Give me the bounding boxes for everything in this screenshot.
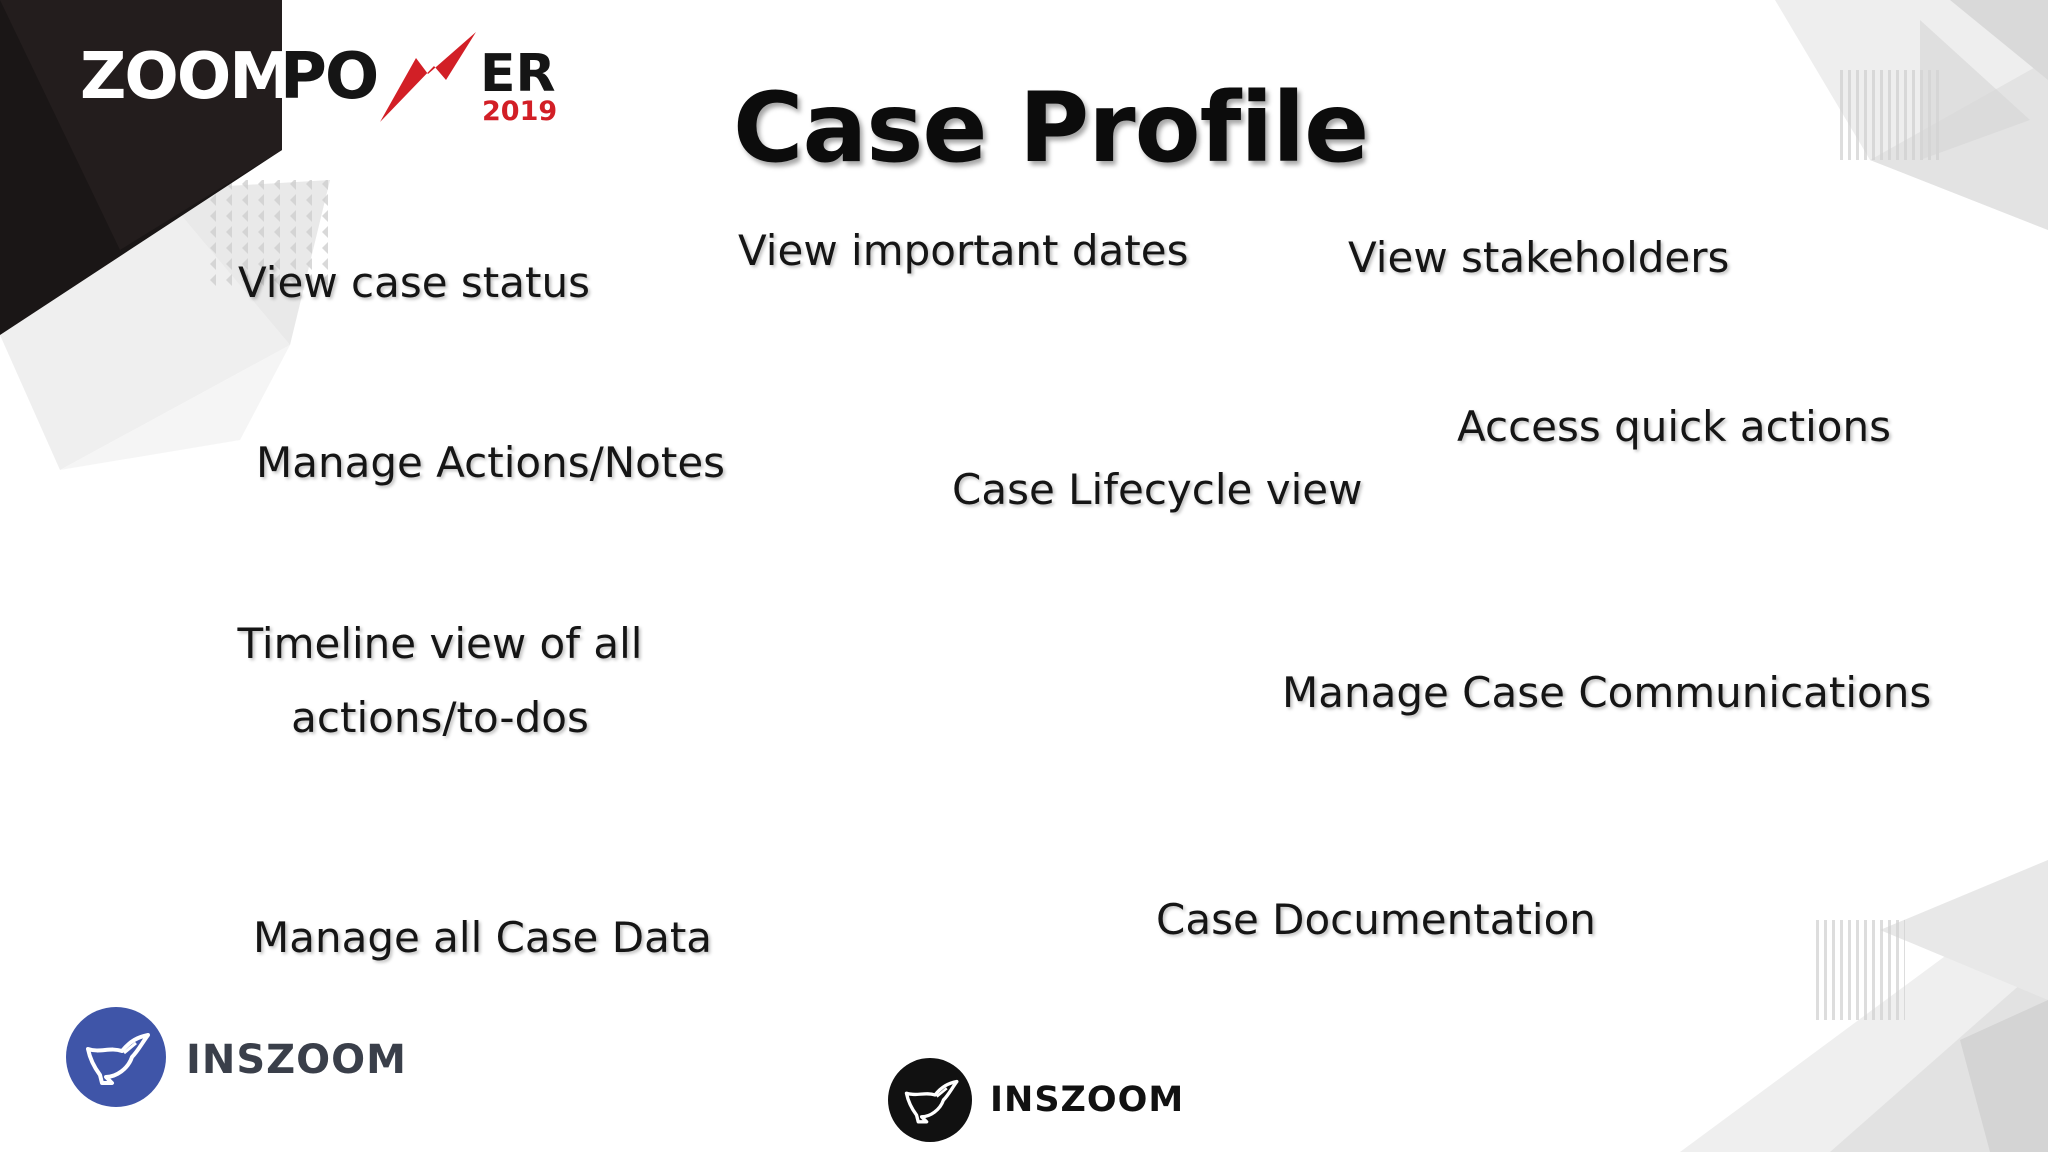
feature-view-stakeholders: View stakeholders — [1348, 233, 1730, 282]
logo-text-zoom: ZOOM — [80, 40, 293, 114]
feature-case-documentation: Case Documentation — [1156, 895, 1596, 944]
brand-name-left: INSZOOM — [186, 1037, 407, 1083]
feature-view-case-status: View case status — [238, 258, 590, 307]
logo-text-po: PO — [280, 40, 379, 114]
bird-icon — [66, 1007, 166, 1107]
feature-case-lifecycle-view: Case Lifecycle view — [952, 465, 1363, 514]
bird-icon — [888, 1058, 972, 1142]
lightning-bolt-icon — [380, 32, 476, 122]
inszoom-logo-center: INSZOOM — [888, 1058, 1188, 1142]
feature-manage-case-communications: Manage Case Communications — [1282, 668, 1932, 717]
feature-view-important-dates: View important dates — [738, 226, 1189, 275]
feature-manage-all-case-data: Manage all Case Data — [253, 913, 713, 962]
inszoom-logo-left: INSZOOM — [66, 1007, 406, 1107]
slide-title: Case Profile — [733, 72, 1369, 184]
feature-access-quick-actions: Access quick actions — [1457, 402, 1892, 451]
feature-timeline-view: Timeline view of all actions/to-dos — [237, 619, 643, 742]
feature-manage-actions-notes: Manage Actions/Notes — [256, 438, 726, 487]
logo-text-er: ER — [480, 44, 556, 104]
logo-year: 2019 — [482, 96, 558, 127]
brand-name-center: INSZOOM — [990, 1080, 1185, 1120]
